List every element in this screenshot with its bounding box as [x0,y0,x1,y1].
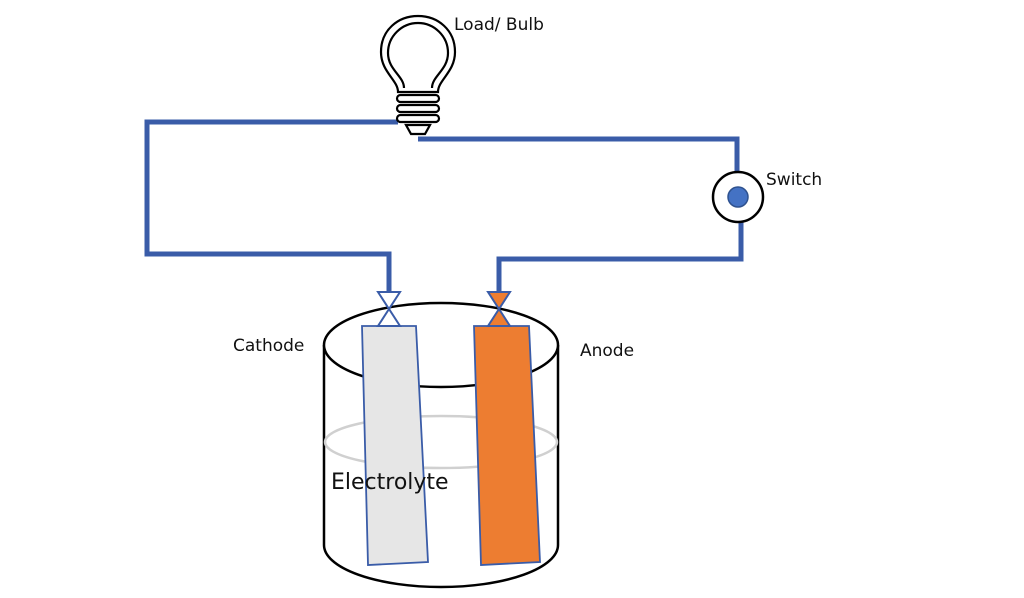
anode-label: Anode [580,341,635,361]
anode-terminal-lower [486,307,512,327]
electrolyte-surface [323,414,559,470]
cathode-terminal [376,291,402,327]
wire-bulb-to-cathode [144,119,398,292]
container-body [322,345,560,589]
cathode-electrode [361,325,429,566]
electrolyte-label: Electrolyte [331,470,449,495]
circuit-wires [144,119,744,292]
anode-terminal-upper [486,291,512,311]
lightbulb-icon [379,14,457,136]
bulb-base-ring-3 [395,113,441,124]
bulb-base-ring-1 [395,93,441,104]
switch-icon [711,170,765,224]
bulb-glass [379,14,457,94]
cathode-label: Cathode [233,336,305,356]
bulb-inner [386,21,450,89]
cathode-terminal-upper [376,291,402,311]
anode-electrode [473,325,541,566]
bulb-base-ring-2 [395,103,441,114]
wire-switch-to-anode [496,222,744,292]
anode-terminal [486,291,512,327]
switch-dot [727,186,749,208]
bulb-tip [404,123,432,136]
switch-label: Switch [766,170,823,190]
wire-bulb-to-switch [418,136,740,172]
load-bulb-label: Load/ Bulb [454,15,544,35]
cathode-terminal-lower [376,307,402,327]
